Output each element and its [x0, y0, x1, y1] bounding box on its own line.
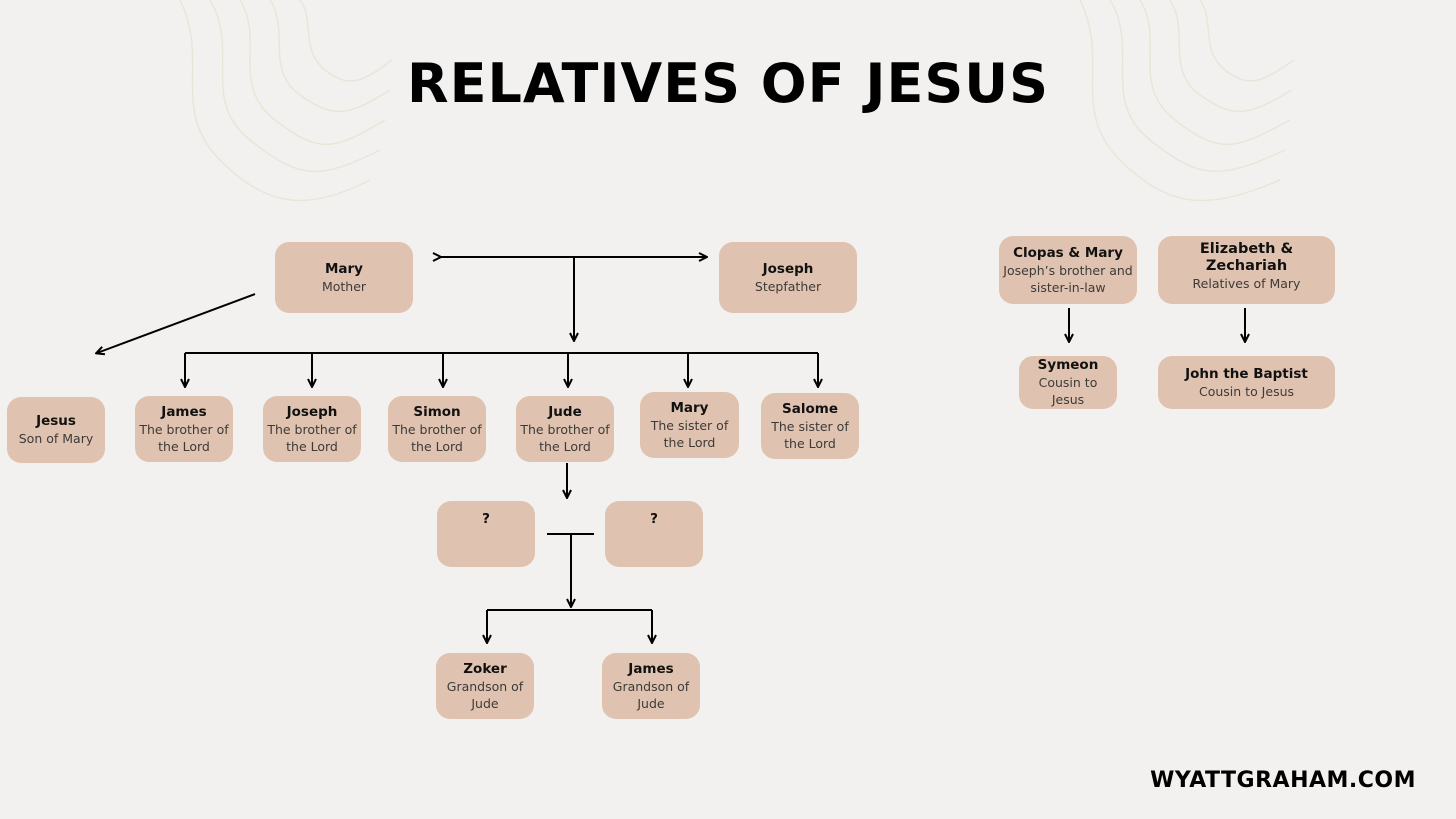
site-watermark: WYATTGRAHAM.COM [1150, 768, 1416, 793]
node-name: Symeon [1037, 357, 1099, 373]
node-clopas-mary: Clopas & Mary Joseph’s brother and siste… [999, 236, 1137, 304]
node-name: Jesus [36, 413, 76, 429]
node-name: Zoker [463, 660, 507, 677]
node-description: Grandson of Jude [612, 678, 690, 711]
node-name: ? [650, 511, 658, 527]
node-name: Simon [413, 403, 461, 420]
node-john-the-baptist: John the Baptist Cousin to Jesus [1158, 356, 1335, 409]
node-description: Cousin to Jesus [1198, 383, 1295, 399]
node-unknown-1: ? [437, 501, 535, 567]
node-elizabeth-zechariah: Elizabeth & Zechariah Relatives of Mary [1158, 236, 1335, 304]
node-name: Joseph [286, 403, 338, 420]
node-james-grandson: James Grandson of Jude [602, 653, 700, 719]
node-zoker: Zoker Grandson of Jude [436, 653, 534, 719]
node-james: James The brother of the Lord [135, 396, 233, 462]
node-jesus: Jesus Son of Mary [7, 397, 105, 463]
node-symeon: Symeon Cousin to Jesus [1019, 356, 1117, 409]
node-name: Mary [670, 399, 709, 416]
node-name: Salome [782, 400, 838, 417]
node-joseph-stepfather: Joseph Stepfather [719, 242, 857, 313]
node-description: The brother of the Lord [267, 421, 357, 454]
node-description: Joseph’s brother and sister-in-law [1003, 262, 1133, 295]
node-joseph-brother: Joseph The brother of the Lord [263, 396, 361, 462]
node-description: Stepfather [754, 278, 822, 294]
node-description: The brother of the Lord [520, 421, 610, 454]
node-name: Clopas & Mary [1013, 244, 1123, 261]
node-simon: Simon The brother of the Lord [388, 396, 486, 462]
node-jude: Jude The brother of the Lord [516, 396, 614, 462]
node-mary-sister: Mary The sister of the Lord [640, 392, 739, 458]
node-description: The brother of the Lord [139, 421, 229, 454]
node-description: Son of Mary [18, 431, 94, 446]
decorative-swirl-left [179, 0, 393, 202]
node-name: Elizabeth & Zechariah [1199, 241, 1294, 274]
node-name: Mary [324, 260, 363, 277]
decorative-swirl-right [1079, 0, 1295, 202]
node-name: James [161, 403, 207, 420]
node-name: Jude [548, 403, 582, 420]
node-name: Joseph [762, 260, 814, 277]
node-name: James [628, 660, 674, 677]
page-title: RELATIVES OF JESUS [407, 52, 1049, 115]
node-description: The sister of the Lord [771, 418, 849, 451]
node-description: Mother [321, 278, 367, 294]
node-mary: Mary Mother [275, 242, 413, 313]
node-description: Relatives of Mary [1192, 276, 1301, 291]
node-description: The sister of the Lord [650, 417, 729, 450]
node-name: ? [482, 511, 490, 527]
node-unknown-2: ? [605, 501, 703, 567]
node-description: Grandson of Jude [446, 678, 524, 711]
node-description: Cousin to Jesus [1038, 375, 1098, 407]
node-description: The brother of the Lord [392, 421, 482, 454]
node-name: John the Baptist [1185, 365, 1308, 382]
node-salome: Salome The sister of the Lord [761, 393, 859, 459]
mary-to-jesus-arrow [97, 293, 256, 353]
